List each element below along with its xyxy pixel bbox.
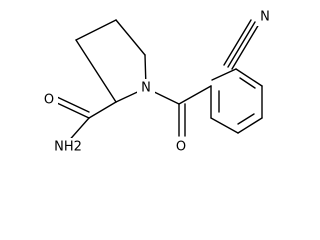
benzene-bond-4 xyxy=(237,117,263,134)
benzene-bond-5 xyxy=(210,117,239,134)
benzene-bond-1 xyxy=(211,68,237,81)
nitrile-group xyxy=(223,19,260,70)
nitrile-bond-1 xyxy=(227,21,256,68)
ring-n-label: N xyxy=(141,81,151,96)
structure-canvas: N N O O NH2 xyxy=(40,8,274,155)
amide-carbon-bond xyxy=(88,101,117,119)
carbonyl-o-label-bg xyxy=(172,138,190,155)
amide-nh2-label: NH2 xyxy=(54,140,82,155)
amide-nh2-label-bg xyxy=(52,138,86,155)
pyrrolidine-bond-5 xyxy=(75,39,117,103)
molecule-structure: N N O O NH2 xyxy=(40,8,274,155)
ring-n-label-bg xyxy=(137,79,155,97)
pyrrolidine-bond-3 xyxy=(115,19,146,56)
amide-o-label-bg xyxy=(40,91,58,109)
amide-group xyxy=(56,96,117,145)
nitrile-bond-2 xyxy=(231,23,260,70)
aryl-carbonyl-bond xyxy=(178,85,212,105)
amide-oxygen-bond-b xyxy=(56,96,90,113)
benzene-double-2 xyxy=(237,113,255,125)
carbonyl-group xyxy=(145,85,212,137)
nitrile-n-label: N xyxy=(260,10,270,25)
amide-oxygen-bond-a xyxy=(56,102,90,119)
benzene-bond-2 xyxy=(235,68,263,87)
carbonyl-o-label: O xyxy=(176,140,186,155)
pyrrolidine-ring xyxy=(75,19,147,103)
benzene-ring xyxy=(210,68,263,134)
nitrile-bond-3 xyxy=(223,19,252,66)
amide-o-label: O xyxy=(44,93,54,108)
benzene-double-1 xyxy=(239,77,256,89)
pyrrolidine-bond-4 xyxy=(75,19,117,41)
nitrile-n-label-bg xyxy=(256,8,274,26)
